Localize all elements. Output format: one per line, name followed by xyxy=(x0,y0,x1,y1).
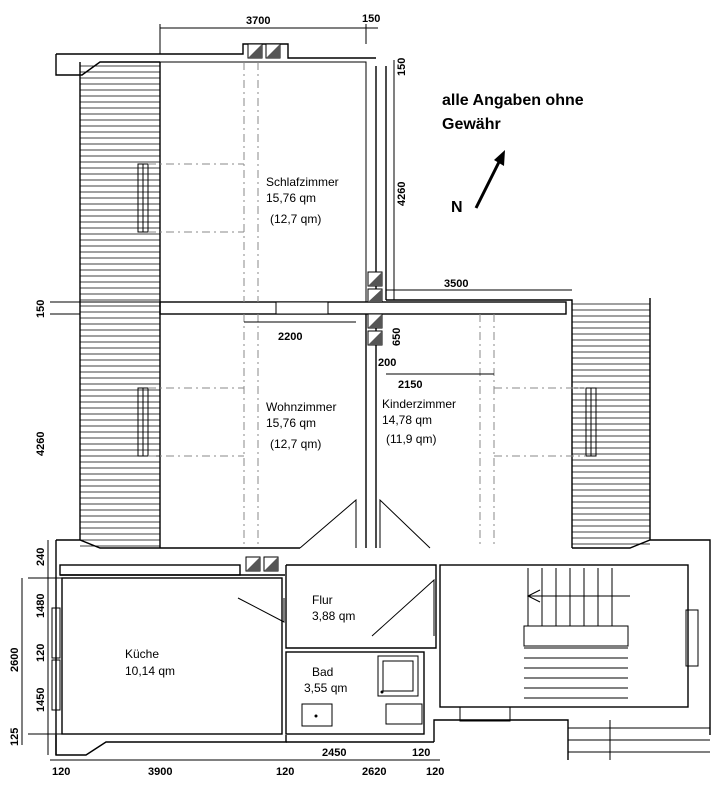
windows xyxy=(51,163,699,711)
dim-right-650: 650 xyxy=(391,328,403,346)
dimension-lines xyxy=(21,24,572,761)
dim-left-1480: 1480 xyxy=(35,594,47,618)
room-area-alt-kinderzimmer: (11,9 qm) xyxy=(386,432,436,446)
dim-left-125: 125 xyxy=(9,728,21,746)
room-name-kueche: Küche xyxy=(125,647,159,661)
room-name-bad: Bad xyxy=(312,665,333,679)
room-area-kueche: 10,14 qm xyxy=(125,664,175,678)
dim-right-200: 200 xyxy=(378,357,396,369)
north-arrow-icon xyxy=(474,150,505,209)
note-line-1: alle Angaben ohne xyxy=(442,92,584,109)
dim-bottom-3900: 3900 xyxy=(148,766,172,778)
room-area-alt-wohnzimmer: (12,7 qm) xyxy=(270,437,321,451)
walls xyxy=(55,43,711,760)
room-area-wohnzimmer: 15,76 qm xyxy=(266,416,316,430)
dim-left-240: 240 xyxy=(35,548,47,566)
note-line-2: Gewähr xyxy=(442,116,501,133)
dim-left-150: 150 xyxy=(35,300,47,318)
hidden-lines xyxy=(148,62,586,548)
dim-top-width: 3700 xyxy=(246,15,270,27)
dim-bottom-120-right: 120 xyxy=(412,747,430,759)
dim-bottom-2620: 2620 xyxy=(362,766,386,778)
room-area-alt-schlafzimmer: (12,7 qm) xyxy=(270,212,321,226)
room-name-kinderzimmer: Kinderzimmer xyxy=(382,397,456,411)
dim-bottom-120-a: 120 xyxy=(52,766,70,778)
room-area-flur: 3,88 qm xyxy=(312,609,355,623)
room-area-schlafzimmer: 15,76 qm xyxy=(266,191,316,205)
dim-bottom-2450: 2450 xyxy=(322,747,346,759)
staircase xyxy=(523,568,630,699)
chimney-flues xyxy=(245,43,383,572)
dim-left-120: 120 xyxy=(35,644,47,662)
right-wall-hatching xyxy=(572,303,650,545)
dim-top-right: 150 xyxy=(362,13,380,25)
left-wall-hatching xyxy=(80,65,160,547)
north-label: N xyxy=(451,199,463,216)
dim-left-4260: 4260 xyxy=(35,432,47,456)
dim-bottom-120-b: 120 xyxy=(276,766,294,778)
dim-bottom-120-c: 120 xyxy=(426,766,444,778)
room-area-kinderzimmer: 14,78 qm xyxy=(382,413,432,427)
dim-kinder-width: 3500 xyxy=(444,278,468,290)
room-name-schlafzimmer: Schlafzimmer xyxy=(266,175,339,189)
dim-door-2200: 2200 xyxy=(278,331,302,343)
dim-right-4260: 4260 xyxy=(396,182,408,206)
room-area-bad: 3,55 qm xyxy=(304,681,347,695)
bath-fixtures xyxy=(301,655,423,727)
dim-kinder-2150: 2150 xyxy=(398,379,422,391)
room-name-flur: Flur xyxy=(312,593,333,607)
door-swings xyxy=(237,498,435,700)
room-name-wohnzimmer: Wohnzimmer xyxy=(266,400,336,414)
dim-left-1450: 1450 xyxy=(35,688,47,712)
dim-left-2600: 2600 xyxy=(9,648,21,672)
dim-right-150: 150 xyxy=(396,58,408,76)
